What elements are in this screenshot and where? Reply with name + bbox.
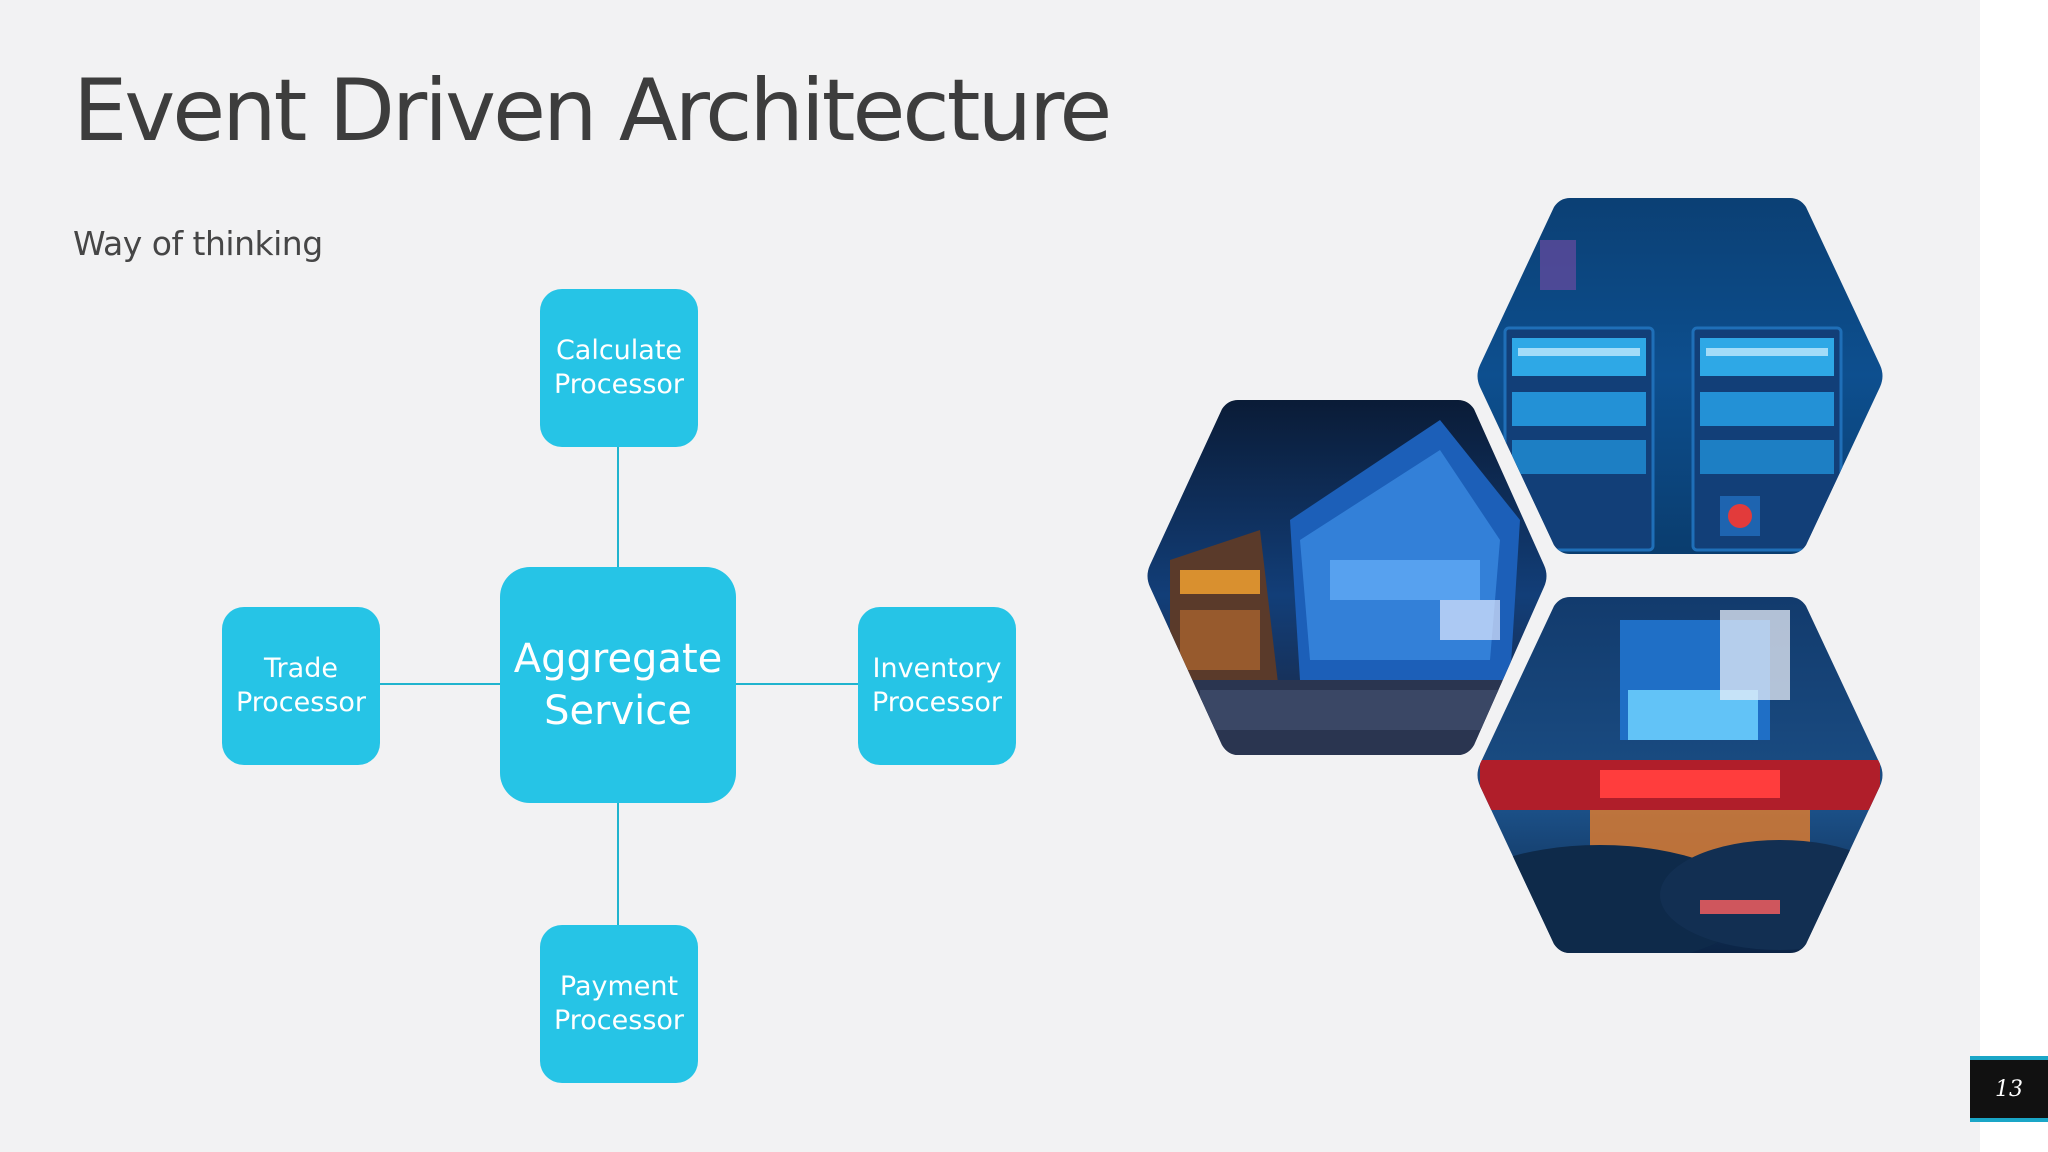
node-label-line2: Processor [235,687,367,718]
node-label-line1: Trade [264,653,338,685]
node-label-line2: Processor [553,369,685,400]
connector-left [380,683,500,685]
node-label-line1: Aggregate [513,636,723,682]
connector-right [736,683,858,685]
node-label-line1: Payment [559,971,679,1003]
vending-machines-photo [1477,198,1883,554]
inventory-processor-node: Inventory Processor [858,607,1016,765]
slide-title: Event Driven Architecture [73,61,1112,161]
connector-bottom [617,802,619,926]
hexagon-photo-collage [1147,198,1883,953]
aggregate-service-node: Aggregate Service [500,567,736,803]
city-billboard-building-photo [1147,400,1547,755]
slide-number-badge: 13 [1970,1056,2048,1122]
slide-number: 13 [1995,1076,2023,1102]
slide-subtitle: Way of thinking [73,224,323,263]
node-label-line2: Processor [553,1005,685,1036]
street-traffic-neon-photo [1477,597,1883,953]
connector-top [617,446,619,568]
payment-processor-node: Payment Processor [540,925,698,1083]
node-label-line1: Calculate [555,335,683,367]
node-label-line2: Service [544,688,692,734]
right-margin-strip [1980,0,2048,1152]
calculate-processor-node: Calculate Processor [540,289,698,447]
trade-processor-node: Trade Processor [222,607,380,765]
node-label-line1: Inventory [872,653,1002,685]
node-label-line2: Processor [871,687,1003,718]
slide: Event Driven Architecture Way of thinkin… [0,0,1980,1152]
